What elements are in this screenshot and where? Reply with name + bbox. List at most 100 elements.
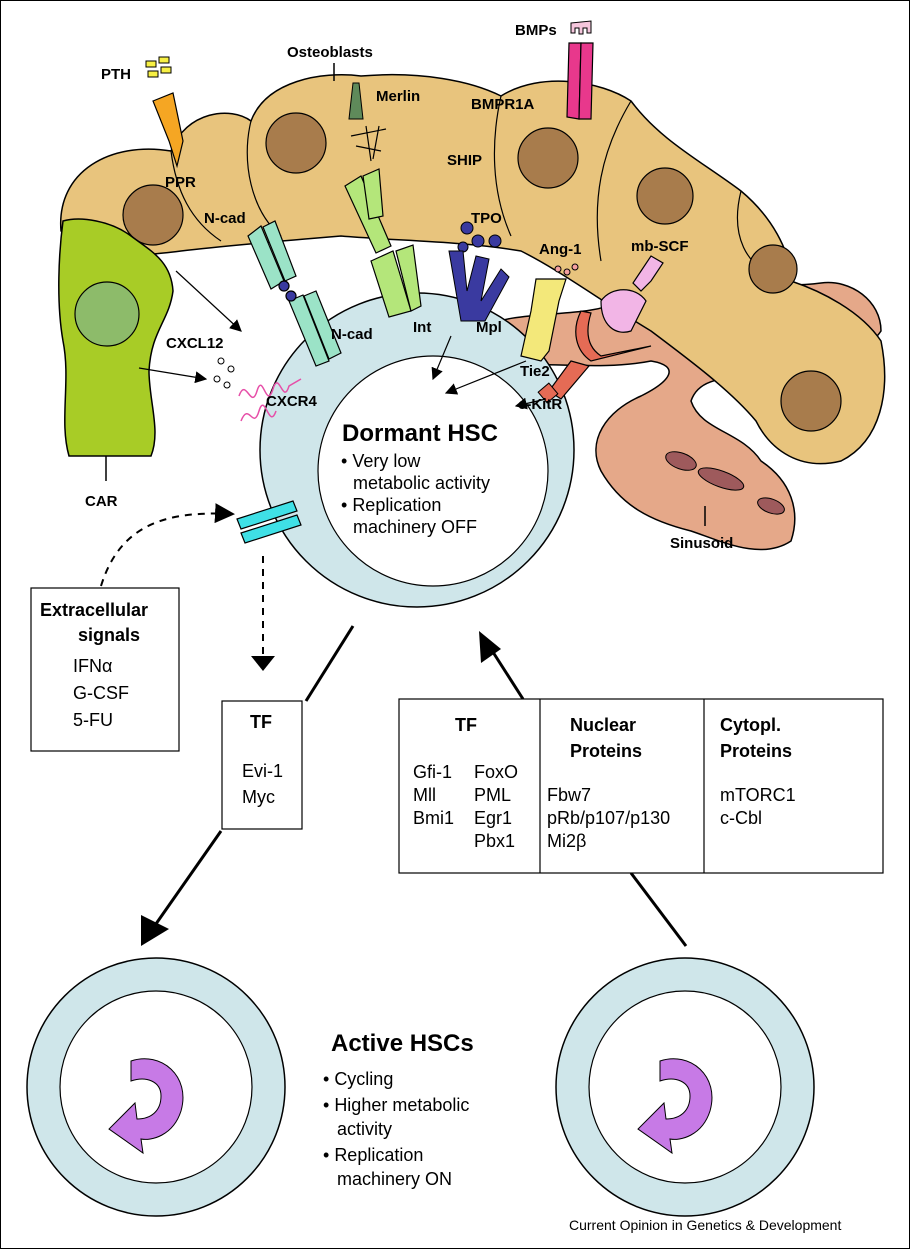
table-tf-col1-2: Mll	[413, 785, 436, 805]
label-ckitr: c-KitR	[518, 396, 562, 413]
label-tpo: TPO	[471, 210, 502, 227]
label-mbscf: mb-SCF	[631, 238, 689, 255]
pth-ligand-icon	[145, 56, 172, 78]
table-tf-col2-4: Pbx1	[474, 831, 515, 851]
active-bullet-3-line-2: machinery ON	[337, 1169, 452, 1189]
label-pth: PTH	[101, 66, 131, 83]
dormant-bullet-1-line-1: • Very low	[341, 451, 421, 471]
dormant-bullet-2-line-2: machinery OFF	[353, 517, 477, 537]
extracellular-signals-box	[30, 587, 180, 752]
label-ppr: PPR	[165, 174, 196, 191]
label-car: CAR	[85, 493, 118, 510]
curved-cycle-arrow-icon	[637, 1058, 713, 1155]
mbscf-ligand-icon	[632, 255, 664, 292]
extracellular-title-1: Extracellular	[40, 600, 148, 620]
arrow-active-to-table	[629, 872, 688, 947]
bmps-ligand-icon	[570, 20, 592, 35]
active-title: Active HSCs	[331, 1030, 474, 1057]
table-tf-col2-1: FoxO	[474, 762, 518, 782]
active-hsc-right	[555, 957, 815, 1217]
table-nuclear-item-3: Mi2β	[547, 831, 586, 851]
tf-left-box	[221, 700, 303, 830]
label-ship: SHIP	[447, 152, 482, 169]
dormant-bullet-1-line-2: metabolic activity	[353, 473, 490, 493]
car-cell	[58, 218, 174, 481]
right-table-text: TF Gfi-1 Mll Bmi1 FoxO PML Egr1 Pbx1 Nuc…	[413, 715, 796, 851]
dormant-title: Dormant HSC	[342, 420, 498, 447]
dormant-hsc-text: Dormant HSC • Very low metabolic activit…	[341, 420, 498, 537]
active-bullet-3-line-1: • Replication	[323, 1145, 423, 1165]
tf-left-title: TF	[250, 712, 272, 732]
table-nuclear-title-2: Proteins	[570, 741, 642, 761]
scf-bound-icon	[600, 289, 647, 333]
label-mpl: Mpl	[476, 319, 502, 336]
dormant-bullet-2-line-1: • Replication	[341, 495, 441, 515]
arrow-tf-to-active	[149, 830, 223, 932]
arrowhead-to-dormant-icon	[479, 631, 501, 663]
extracellular-item-1: IFNα	[73, 656, 112, 676]
cytoskeleton-icon	[350, 125, 387, 162]
active-bullet-2-line-1: • Higher metabolic	[323, 1095, 469, 1115]
extracellular-item-2: G-CSF	[73, 683, 129, 703]
osteoblast-layer	[60, 73, 886, 465]
label-ncad-low: N-cad	[331, 326, 373, 343]
dashed-arrow-to-receptor	[100, 503, 235, 587]
merlin-icon	[348, 82, 364, 120]
active-bullet-2-line-2: activity	[337, 1119, 392, 1139]
label-ncad-top: N-cad	[204, 210, 246, 227]
cxcr4-receptor-icon	[238, 378, 302, 422]
active-bullet-1: • Cycling	[323, 1069, 393, 1089]
tpo-ligand-icon	[457, 221, 502, 253]
table-cyto-item-1: mTORC1	[720, 785, 796, 805]
ckitr-receptor-icon	[548, 310, 652, 400]
curved-cycle-arrow-icon	[108, 1058, 184, 1155]
table-nuclear-item-2: pRb/p107/p130	[547, 808, 670, 828]
dormant-hsc-cell	[259, 292, 575, 608]
table-tf-col1-3: Bmi1	[413, 808, 454, 828]
integrin-receptor-icon	[344, 168, 422, 318]
extracellular-title-2: signals	[78, 625, 140, 645]
ckitr-kinase-icon	[537, 382, 559, 404]
label-sinusoid: Sinusoid	[670, 535, 733, 552]
label-bmpr1a: BMPR1A	[471, 96, 535, 113]
extracellular-item-3: 5-FU	[73, 710, 113, 730]
table-nuclear-item-1: Fbw7	[547, 785, 591, 805]
signal-arrows	[138, 270, 547, 410]
active-hsc-left	[26, 957, 286, 1217]
label-osteoblasts: Osteoblasts	[287, 44, 373, 61]
table-tf-col2-2: PML	[474, 785, 511, 805]
table-nuclear-title-1: Nuclear	[570, 715, 636, 735]
table-tf-title: TF	[455, 715, 477, 735]
tie2-receptor-icon	[520, 278, 567, 362]
credit-line: Current Opinion in Genetics & Developmen…	[569, 1217, 841, 1233]
tf-left-text: TF Evi-1 Myc	[242, 712, 283, 807]
arrow-table-to-dormant	[489, 648, 525, 700]
active-hsc-text: Active HSCs • Cycling • Higher metabolic…	[323, 1030, 474, 1189]
down-arrow-icon	[251, 656, 275, 671]
ncad-receptor-icon	[247, 220, 342, 367]
arrowhead-to-active-icon	[141, 915, 169, 946]
ang1-ligand-icon	[554, 263, 579, 276]
label-cxcl12: CXCL12	[166, 335, 224, 352]
label-cxcr4: CXCR4	[266, 393, 318, 410]
mpl-receptor-icon	[448, 250, 510, 322]
label-ang1: Ang-1	[539, 241, 582, 258]
table-cyto-title-2: Proteins	[720, 741, 792, 761]
extracellular-text: Extracellular signals IFNα G-CSF 5-FU	[40, 600, 148, 730]
table-cyto-title-1: Cytopl.	[720, 715, 781, 735]
label-int: Int	[413, 319, 431, 336]
ppr-receptor-icon	[152, 92, 184, 169]
table-tf-col2-3: Egr1	[474, 808, 512, 828]
labels: PTH Osteoblasts BMPs Merlin BMPR1A PPR S…	[85, 22, 733, 552]
table-tf-col1-1: Gfi-1	[413, 762, 452, 782]
cxcl12-ligand-icon	[213, 357, 235, 389]
table-cyto-item-2: c-Cbl	[720, 808, 762, 828]
arrow-dormant-to-tf	[304, 625, 355, 702]
right-table-box	[398, 698, 884, 874]
label-tie2: Tie2	[520, 363, 550, 380]
bmpr1a-receptor-icon	[566, 42, 594, 120]
tf-left-item-2: Myc	[242, 787, 275, 807]
label-bmps: BMPs	[515, 22, 557, 39]
